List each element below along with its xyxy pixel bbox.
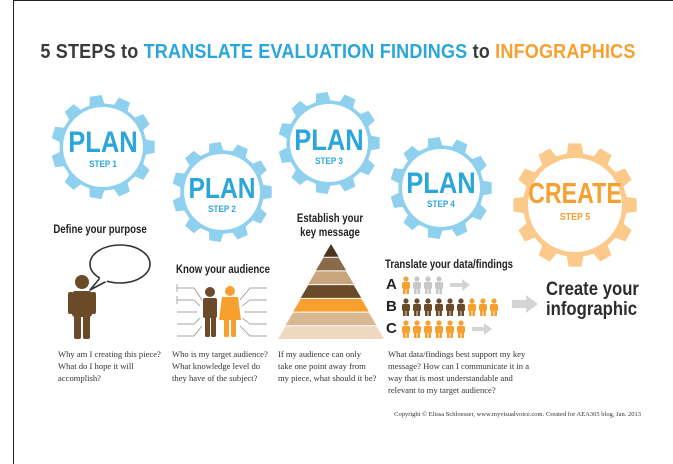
title-part-2: to (121, 40, 139, 63)
person-icon (435, 276, 443, 294)
pyramid-layer (278, 326, 384, 339)
pyramid-layer (323, 244, 339, 257)
gear-3-step: STEP 3 (315, 155, 343, 166)
audience-illustration (176, 284, 267, 337)
pyramid-layer (285, 312, 377, 326)
pyramid-layer (308, 271, 354, 285)
person-icon (479, 298, 487, 316)
arrow-icon (472, 323, 492, 335)
title-part-3: TRANSLATE EVALUATION FINDINGS (143, 40, 468, 63)
desc-line: accomplish? (58, 373, 101, 383)
person-icon (457, 298, 465, 316)
pyramid-layers (278, 244, 384, 339)
step-2-heading: Know your audience (176, 262, 270, 276)
gear-1-word: PLAN (68, 125, 137, 158)
row-letter-b: B (386, 298, 397, 315)
person-icon (424, 298, 432, 316)
title-part-5: INFOGRAPHICS (495, 40, 636, 63)
desc-line: relevant to my target audience? (388, 385, 496, 395)
final-line-2: infographic (546, 299, 638, 320)
copyright-text: Copyright © Elissa Schloesser, www.myvis… (394, 411, 641, 418)
gear-5-word: CREATE (528, 176, 622, 209)
person-speech-illustration (68, 244, 151, 339)
person-icon (402, 320, 410, 338)
person-icon (413, 320, 421, 338)
arrow-icon (450, 279, 470, 291)
gear-5-step: STEP 5 (560, 211, 591, 223)
person-icon (68, 275, 96, 339)
person-icon (435, 320, 443, 338)
gear-step-3: PLAN STEP 3 (278, 92, 380, 194)
step-3-description: If my audience can only take one point a… (278, 348, 398, 384)
person-icon (446, 320, 454, 338)
step-3-heading-2: key message (300, 225, 360, 239)
desc-line: What data/findings best support my key (388, 349, 526, 359)
title-part-1: 5 STEPS (40, 40, 116, 63)
desc-line: Who is my target audience? (172, 349, 268, 359)
person-icon (402, 298, 410, 316)
frame-top-line (13, 0, 673, 1)
step-3-heading: Establish your (296, 211, 364, 225)
gear-2-step: STEP 2 (208, 203, 236, 214)
desc-line: What do I hope it will (58, 361, 134, 371)
pyramid-layer (293, 298, 369, 312)
person-icon (490, 298, 498, 316)
person-icon (413, 298, 421, 316)
person-icon (413, 276, 421, 294)
frame-left-line (13, 0, 14, 464)
person-icon (457, 320, 465, 338)
row-letter-a: A (386, 276, 397, 293)
gear-4-step: STEP 4 (427, 198, 455, 209)
row-letter-c: C (386, 320, 397, 337)
person-icon (402, 276, 410, 294)
person-icon (424, 276, 432, 294)
gear-3-word: PLAN (294, 123, 363, 156)
gear-4-word: PLAN (406, 166, 475, 199)
person-icon (219, 286, 241, 337)
person-icon (468, 298, 476, 316)
pyramid-illustration (278, 244, 384, 339)
step-2-description: Who is my target audience? What knowledg… (172, 348, 294, 384)
title-part-4: to (472, 40, 490, 63)
desc-line: If my audience can only (278, 349, 362, 359)
pyramid-layer (300, 285, 362, 298)
speech-bubble (89, 244, 151, 284)
desc-line: my piece, what should it be? (278, 373, 377, 383)
desc-line: Why am I creating this piece? (58, 349, 161, 359)
gear-step-4: PLAN STEP 4 (390, 137, 492, 239)
data-rows-illustration (402, 276, 498, 338)
desc-line: What knowledge level do (172, 361, 261, 371)
person-icon (446, 298, 454, 316)
step-1-heading: Define your purpose (53, 222, 147, 236)
arrow-to-create-icon (512, 295, 538, 313)
desc-line: they have of the subject? (172, 373, 258, 383)
final-line-1: Create your (546, 279, 639, 300)
gear-2-word: PLAN (188, 172, 255, 204)
gear-step-2: PLAN STEP 2 (172, 142, 272, 242)
person-icon (424, 320, 432, 338)
gear-step-1: PLAN STEP 1 (51, 95, 155, 199)
gear-1-step: STEP 1 (89, 158, 117, 169)
step-1-description: Why am I creating this piece? What do I … (58, 348, 178, 384)
person-icon (435, 298, 443, 316)
gear-step-5: CREATE STEP 5 (513, 143, 637, 267)
desc-line: message? How can I communicate it in a (388, 361, 530, 371)
desc-line: take one point away from (278, 361, 366, 371)
person-icon (203, 287, 217, 337)
page-title: 5 STEPS to TRANSLATE EVALUATION FINDINGS… (40, 40, 636, 64)
desc-line: way that is most understandable and (388, 373, 513, 383)
step-4-heading: Translate your data/findings (385, 257, 514, 271)
step-4-description: What data/findings best support my key m… (388, 348, 548, 396)
pyramid-layer (315, 257, 347, 271)
